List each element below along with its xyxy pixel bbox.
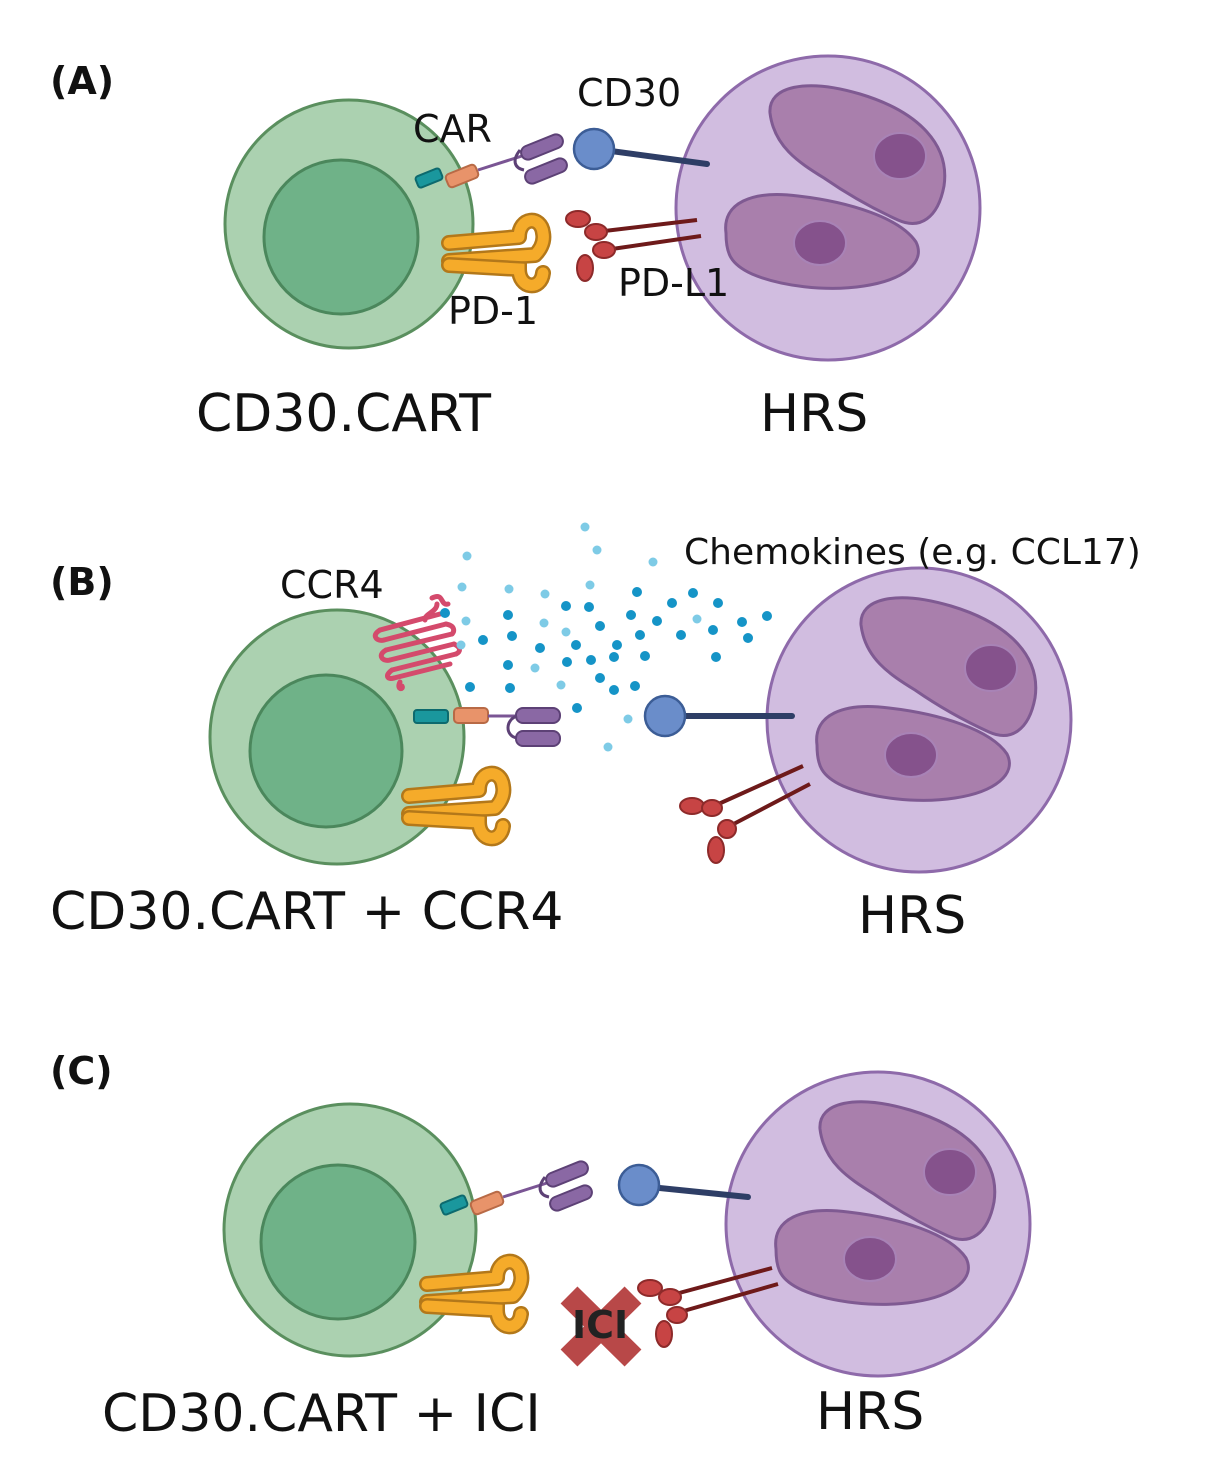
panel-a-letter: (A) bbox=[50, 59, 115, 103]
cd30-label: CD30 bbox=[577, 71, 682, 115]
ici-cross bbox=[560, 1286, 642, 1367]
panel-c-right-cell-label: HRS bbox=[816, 1382, 925, 1442]
panel-b-right-cell-label: HRS bbox=[858, 886, 967, 946]
panel-b-left-cell-label: CD30.CART + CCR4 bbox=[50, 882, 564, 942]
cd30-receptor-b bbox=[643, 694, 795, 738]
chemokines-label: Chemokines (e.g. CCL17) bbox=[684, 532, 1141, 573]
panel-a-art bbox=[223, 54, 982, 362]
ici-label: ICI bbox=[572, 1303, 629, 1347]
chemokines bbox=[440, 522, 772, 752]
pdl1-label: PD-L1 bbox=[618, 261, 730, 305]
hrs-cell-a bbox=[674, 54, 982, 362]
cd30-receptor-c bbox=[617, 1163, 751, 1207]
t-cell-c bbox=[222, 1102, 478, 1358]
hrs-cell-b bbox=[765, 566, 1073, 874]
panel-b-letter: (B) bbox=[50, 560, 114, 604]
panel-b-art bbox=[208, 522, 1073, 874]
car-label: CAR bbox=[413, 107, 492, 151]
panel-a-left-cell-label: CD30.CART bbox=[196, 384, 492, 444]
pdl1-ligand-a bbox=[565, 210, 702, 282]
panel-c-letter: (C) bbox=[50, 1049, 113, 1093]
t-cell-a bbox=[223, 98, 475, 350]
pdl1-ligand-b bbox=[679, 764, 811, 864]
ccr4-label: CCR4 bbox=[280, 563, 384, 607]
pd1-label: PD-1 bbox=[448, 289, 539, 333]
hrs-cell-c bbox=[724, 1070, 1032, 1378]
cd30-receptor-a bbox=[572, 127, 710, 171]
pdl1-ligand-c bbox=[637, 1266, 779, 1348]
panel-c-art bbox=[222, 1070, 1032, 1378]
t-cell-b bbox=[208, 608, 466, 866]
panel-c-left-cell-label: CD30.CART + ICI bbox=[102, 1384, 541, 1444]
ccr4-receptor-b bbox=[372, 594, 462, 692]
car-receptor-b bbox=[413, 707, 561, 747]
panel-a-right-cell-label: HRS bbox=[760, 384, 869, 444]
